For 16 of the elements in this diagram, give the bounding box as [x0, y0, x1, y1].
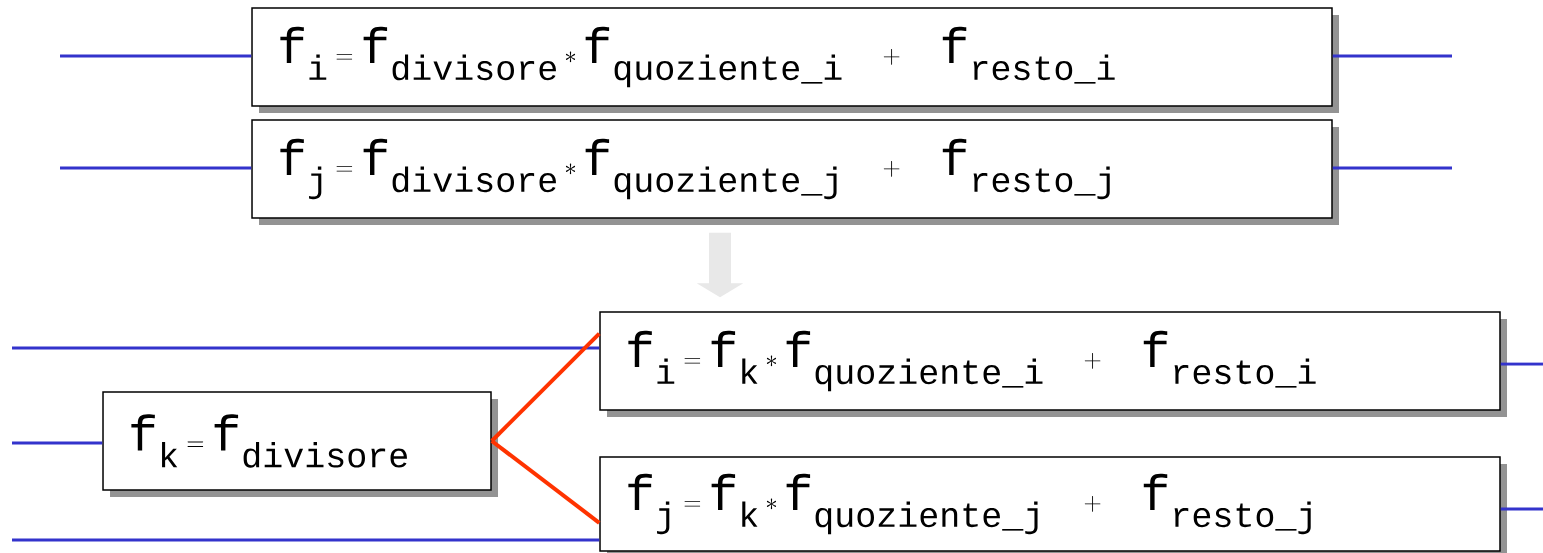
connector-line	[490, 439, 601, 525]
wire-line	[12, 538, 600, 542]
wire-line	[1500, 362, 1543, 366]
formula-box: $\mathtt{f_{k}=f_{divisore}}$	[102, 391, 498, 497]
wire-line	[12, 346, 600, 350]
wire-line	[12, 441, 103, 445]
wire-line	[1332, 166, 1452, 170]
wire-line	[60, 54, 252, 58]
formula-box: $\mathtt{f_{j}=f_{divisore}*f_{quoziente\text{\ttfamily\_}j}\ \ +\ \ f_{resto\text{\ttfamily\_}j}}$	[251, 119, 1339, 225]
wire-line	[60, 166, 252, 170]
connector-line	[490, 332, 601, 443]
wire-line	[1500, 507, 1543, 511]
formula-box: $\mathtt{f_{i}=f_{k}*f_{quoziente\text{\ttfamily\_}i}\ \ +\ \ f_{resto\text{\ttfamily\_}i}}$	[599, 311, 1507, 417]
formula-box: $\mathtt{f_{j}=f_{k}*f_{quoziente\text{\ttfamily\_}j}\ \ +\ \ f_{resto\text{\ttfamily\_}j}}$	[599, 456, 1507, 553]
formula-box: $\mathtt{f_{i}=f_{divisore}*f_{quoziente\text{\ttfamily\_}i}\ \ +\ \ f_{resto\text{\ttfamily\_}i}}$	[251, 7, 1339, 113]
wire-line	[1332, 54, 1452, 58]
